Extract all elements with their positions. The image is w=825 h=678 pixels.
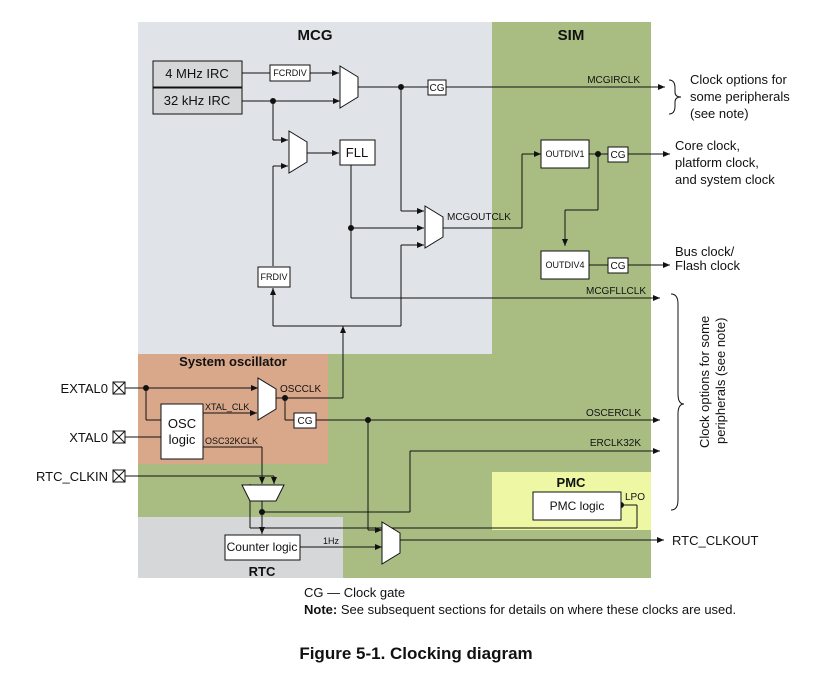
fll-ref-mux <box>288 130 308 174</box>
pin-xtal0-icon <box>112 430 126 444</box>
cg-core-label: CG <box>611 150 626 161</box>
frdiv-label: FRDIV <box>261 272 288 282</box>
pin-rtc-clkin-icon <box>112 469 126 483</box>
signal-oscclk: OSCCLK <box>280 384 321 395</box>
counter-logic-label: Counter logic <box>227 540 298 554</box>
legend-note: Note: See subsequent sections for detail… <box>304 602 736 617</box>
output-vertical-2: peripherals (see note) <box>713 318 728 444</box>
output-core-1: Core clock, <box>675 138 740 153</box>
brace-right-icon <box>670 293 685 511</box>
outdiv4-label: OUTDIV4 <box>545 260 584 270</box>
outdiv4-box <box>540 250 590 280</box>
irc-4mhz-box <box>152 60 243 88</box>
output-clock-opts-3: (see note) <box>690 106 749 121</box>
fcrdiv-box <box>269 64 311 82</box>
cg-mcgirclk-label: CG <box>430 83 445 94</box>
irc-mux <box>339 65 359 109</box>
pmc-title: PMC <box>557 475 587 490</box>
irc-32khz-box <box>152 87 243 115</box>
signal-mcgirclk: MCGIRCLK <box>587 75 640 86</box>
osc-logic-label-1: OSC <box>168 416 196 431</box>
mcg-title: MCG <box>298 27 333 44</box>
erclk-mux <box>241 484 285 502</box>
brace-top-icon <box>668 79 682 115</box>
signal-lpo: LPO <box>625 492 645 503</box>
pin-rtc-clkin-label: RTC_CLKIN <box>36 469 108 484</box>
cg-osc-label: CG <box>298 416 313 427</box>
pin-extal0-icon <box>112 381 126 395</box>
output-vertical-1: Clock options for some <box>697 316 712 448</box>
output-rtc-clkout: RTC_CLKOUT <box>672 533 759 548</box>
signal-oscerclk: OSCERCLK <box>586 408 641 419</box>
output-bus-2: Flash clock <box>675 258 741 273</box>
cg-bus-box <box>607 257 629 274</box>
frdiv-box <box>257 266 291 288</box>
irc-32khz-label: 32 kHz IRC <box>164 93 230 108</box>
signal-mcgfllclk: MCGFLLCLK <box>586 286 646 297</box>
signal-1hz: 1Hz <box>323 536 340 546</box>
pin-xtal0-label: XTAL0 <box>69 430 108 445</box>
outdiv1-box <box>540 139 590 169</box>
pmc-logic-label: PMC logic <box>550 499 605 513</box>
cg-bus-label: CG <box>611 261 626 272</box>
cg-osc-box <box>293 412 317 429</box>
legend-note-label: Note: <box>304 602 337 617</box>
osc-logic-box <box>160 403 204 460</box>
sysosc-title: System oscillator <box>179 354 287 369</box>
legend-cg: CG — Clock gate <box>304 585 405 600</box>
outdiv1-label: OUTDIV1 <box>545 149 584 159</box>
output-clock-opts-1: Clock options for <box>690 72 787 87</box>
fcrdiv-label: FCRDIV <box>273 68 307 78</box>
pmc-logic-box <box>532 491 622 521</box>
output-bus-1: Bus clock/ <box>675 244 735 259</box>
pin-extal0-label: EXTAL0 <box>61 381 108 396</box>
mcgout-mux <box>424 205 444 249</box>
osc-mux <box>257 377 277 421</box>
fll-label: FLL <box>346 145 368 160</box>
junction-dots <box>143 84 624 515</box>
rtc-title: RTC <box>249 564 276 579</box>
fll-box <box>339 139 376 166</box>
osc-logic-label-2: logic <box>169 432 196 447</box>
counter-logic-box <box>224 534 301 561</box>
sim-title: SIM <box>558 27 585 44</box>
output-core-2: platform clock, <box>675 155 759 170</box>
signal-erclk32k: ERCLK32K <box>590 438 641 449</box>
signal-osc32kclk: OSC32KCLK <box>205 436 258 446</box>
figure-caption: Figure 5-1. Clocking diagram <box>299 644 532 663</box>
signal-xtal-clk: XTAL_CLK <box>205 402 249 412</box>
output-core-3: and system clock <box>675 172 775 187</box>
legend-note-text: See subsequent sections for details on w… <box>337 602 736 617</box>
signal-mcgoutclk: MCGOUTCLK <box>447 212 511 223</box>
wires <box>125 70 670 550</box>
output-clock-opts-2: some peripherals <box>690 89 790 104</box>
cg-core-box <box>607 146 629 163</box>
irc-4mhz-label: 4 MHz IRC <box>165 66 229 81</box>
rtc-clkout-mux <box>381 521 401 565</box>
cg-mcgirclk-box <box>427 79 447 96</box>
